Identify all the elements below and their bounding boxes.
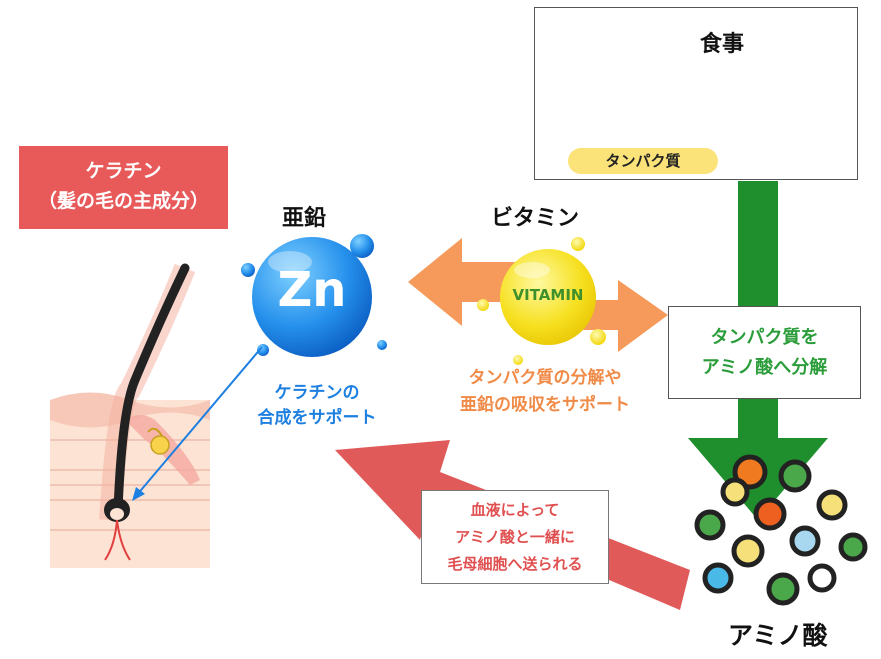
vitamin-desc-line1: タンパク質の分解や [468,368,622,388]
breakdown-line1: タンパク質を [710,327,819,348]
zinc-to-follicle-arrow [132,346,263,501]
vitamin-description: タンパク質の分解や 亜鉛の吸収をサポート [424,365,666,419]
protein-breakdown-box: タンパク質を アミノ酸へ分解 [668,306,861,399]
keratin-title-box: ケラチン （髪の毛の主成分） [19,146,228,229]
amino-ball [778,459,812,493]
amino-ball [753,497,787,531]
amino-ball [731,534,765,568]
amino-acid-balls [694,454,868,606]
vitamin-badge-text: VITAMIN [512,286,584,304]
blood-transport-box: 血液によって アミノ酸と一緒に 毛母細胞へ送られる [421,490,609,584]
breakdown-line2: アミノ酸へ分解 [701,357,828,378]
zinc-desc-line1: ケラチンの [274,383,360,403]
amino-ball [816,489,848,521]
amino-ball [789,525,821,557]
amino-ball [732,454,768,490]
zinc-label: 亜鉛 [282,206,327,231]
amino-acid-label: アミノ酸 [728,621,828,650]
blood-line3: 毛母細胞へ送られる [447,555,583,573]
meal-label: 食事 [700,32,745,57]
amino-ball [702,562,734,594]
keratin-subtitle: （髪の毛の主成分） [37,190,209,212]
amino-ball [838,532,868,562]
amino-ball [807,563,837,593]
amino-ball [694,509,726,541]
amino-ball [720,477,750,507]
orange-double-arrow [408,238,668,352]
blood-line1: 血液によって [470,501,560,519]
vitamin-label: ビタミン [491,206,580,231]
zinc-molecule-icon [241,234,387,357]
protein-badge: タンパク質 [568,148,718,174]
amino-ball [766,572,800,606]
hair-follicle-illustration [50,263,210,568]
keratin-title: ケラチン [85,160,162,182]
vitamin-molecule-icon [477,237,606,365]
vitamin-desc-line2: 亜鉛の吸収をサポート [460,395,630,415]
blood-line2: アミノ酸と一緒に [455,528,575,546]
zinc-symbol: Zn [277,262,347,318]
zinc-desc-line2: 合成をサポート [257,408,377,428]
zinc-description: ケラチンの 合成をサポート [242,381,392,431]
